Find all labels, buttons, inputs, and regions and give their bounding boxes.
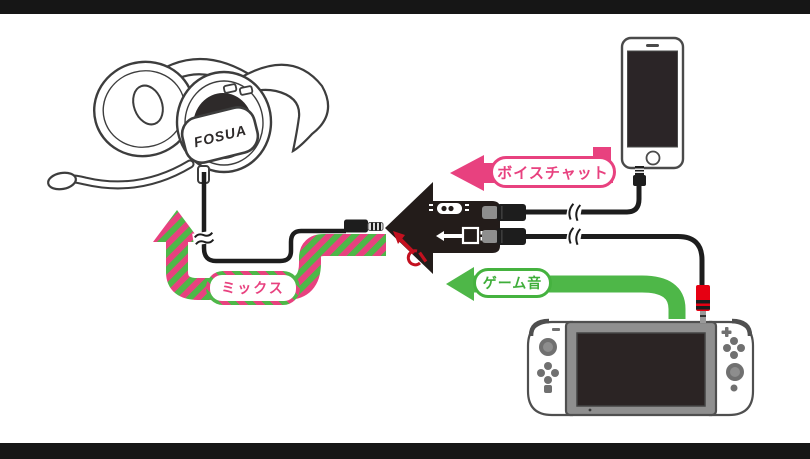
smartphone-illustration — [620, 36, 685, 170]
switch-screen — [576, 332, 706, 407]
mixer-icon-mark-1 — [480, 231, 483, 235]
mixer-body — [385, 182, 500, 274]
switch-cable-break — [565, 225, 583, 248]
red-plug-body — [696, 285, 710, 311]
cables — [201, 172, 705, 287]
cable-break-marks — [192, 201, 583, 248]
y-button — [723, 344, 731, 352]
letterbox-bottom-bar — [0, 443, 810, 459]
b-button — [730, 351, 738, 359]
headset-plug-barrel — [344, 219, 368, 233]
switch-right-joycon-controls — [721, 327, 745, 392]
mixer-device-icon — [461, 226, 480, 245]
game-sound-arrow — [446, 267, 686, 319]
phone-cable-break — [565, 201, 583, 223]
voice-chat-label: ボイスチャット — [490, 156, 616, 188]
headset-illustration: FOSUA — [47, 57, 330, 191]
phone-speaker-slit — [646, 44, 659, 47]
phone-plug-body — [633, 175, 646, 186]
headset-hinge-slot-2 — [238, 85, 254, 96]
dpad-up — [544, 362, 552, 370]
mix-arrow — [153, 210, 386, 300]
x-button — [730, 337, 738, 345]
mixer-output-arrow — [436, 231, 462, 241]
letterbox-top-bar — [0, 0, 810, 14]
switch-illustration — [526, 318, 755, 417]
headset-logo-plate — [180, 106, 260, 164]
phone-cable — [524, 183, 642, 215]
dpad-right — [551, 369, 559, 377]
headset-hinge-slot-1 — [222, 83, 238, 94]
mixer-lower-jack-socket — [482, 230, 498, 243]
plug-ridge-1 — [501, 206, 503, 219]
switch-left-shoulder — [528, 318, 550, 337]
a-button — [737, 344, 745, 352]
game-sound-arrow-head — [446, 267, 474, 301]
switch-right-shoulder — [731, 318, 753, 337]
right-analog-stick-top — [730, 367, 740, 377]
switch-cable — [524, 234, 705, 287]
mix-label-text: ミックス — [210, 275, 296, 301]
dpad-left — [537, 369, 545, 377]
home-button — [730, 384, 738, 392]
plug-ridge-2 — [501, 230, 503, 243]
mixer-slider-tick-marks — [429, 196, 469, 211]
phone-screen — [627, 50, 678, 148]
switch-bezel-dot — [588, 408, 592, 412]
mixer-illustration — [385, 182, 526, 274]
mic-capsule — [47, 171, 77, 191]
mixer-icon-mark-2 — [480, 237, 483, 241]
headset-cable-break — [192, 230, 217, 246]
phone-home-button — [645, 150, 661, 166]
headset-jack-plug — [344, 219, 384, 233]
headset-cable — [201, 172, 346, 264]
mix-arrow-head — [153, 210, 201, 242]
mixer-slider-dot-2 — [448, 205, 454, 212]
mix-arrow-shaft — [166, 234, 386, 300]
dpad-down — [544, 376, 552, 384]
minus-button — [552, 328, 560, 331]
left-analog-stick-top — [543, 342, 553, 352]
phone-jack-plug — [633, 166, 646, 186]
voice-chat-arrow-head — [450, 155, 484, 191]
headset-left-pad-hole — [132, 84, 164, 126]
mixer-slider-dot-1 — [441, 205, 447, 212]
mixer-red-volume-arrow — [393, 231, 428, 267]
game-sound-arrow-shaft — [472, 275, 686, 319]
switch-cable-plug-barrel — [497, 228, 526, 245]
mix-label: ミックス — [206, 271, 300, 305]
phone-cable-plug-barrel — [497, 204, 526, 221]
switch-left-joycon-controls — [537, 328, 560, 393]
game-sound-label: ゲーム音 — [473, 268, 552, 298]
headset-ear-hook — [238, 63, 330, 154]
capture-button — [544, 385, 552, 393]
plus-button-h — [721, 330, 732, 334]
switch-red-jack-plug — [696, 285, 710, 323]
mixer-upper-jack-socket — [482, 206, 498, 219]
